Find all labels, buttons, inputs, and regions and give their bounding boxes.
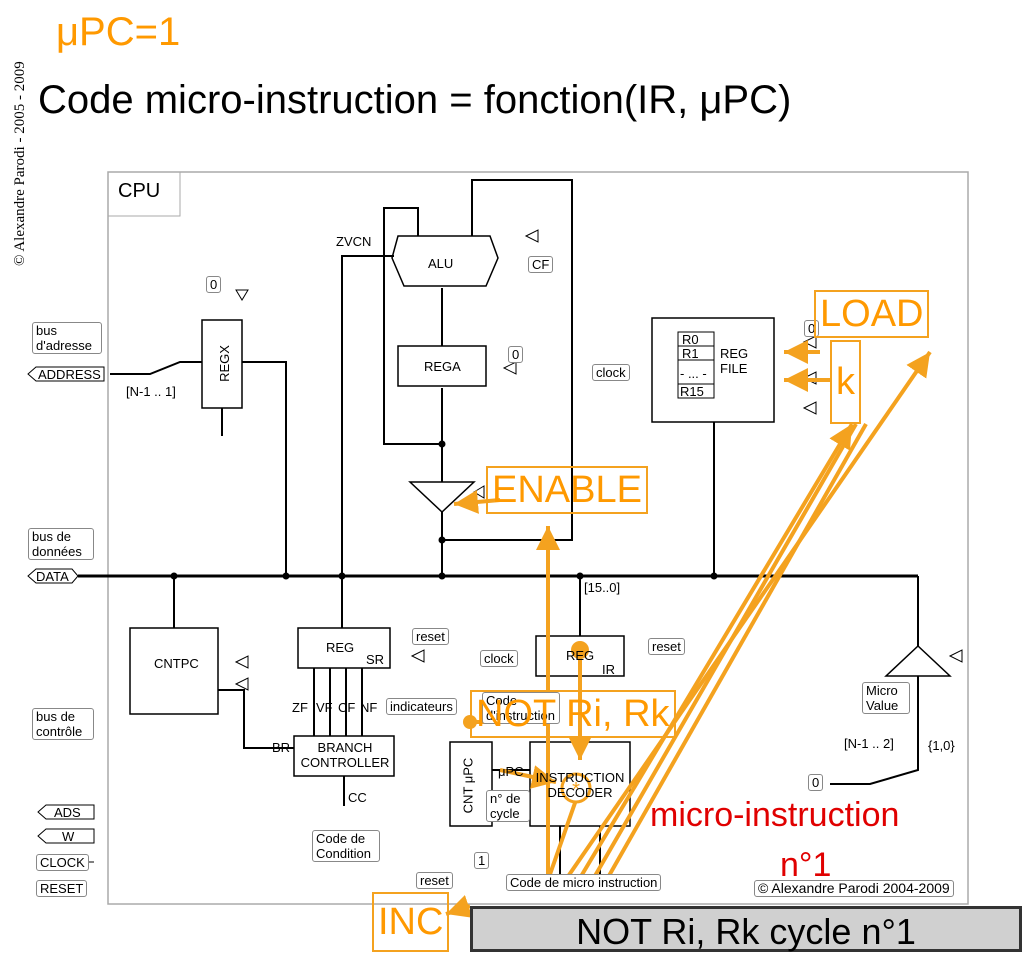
indicateurs-label: indicateurs — [386, 698, 457, 715]
rega-box — [397, 345, 487, 387]
reset-ir: reset — [648, 638, 685, 655]
one-input: 1 — [474, 852, 490, 869]
cpu-label-box — [107, 171, 181, 217]
zf-label: ZF — [292, 700, 308, 715]
upc-label: μPC — [498, 764, 524, 779]
ir-label: IR — [602, 662, 615, 677]
clock-ir: clock — [480, 650, 518, 667]
data-port: DATA — [36, 569, 69, 584]
address-port: ADDRESS — [38, 367, 101, 382]
cc-label: CC — [348, 790, 367, 805]
cpu-label: CPU — [118, 180, 161, 202]
slide-subtitle: Code micro-instruction = fonction(IR, μP… — [38, 78, 792, 122]
branch-label: BRANCH CONTROLLER — [300, 740, 390, 770]
n1-range: [N-1 .. 1] — [126, 384, 176, 399]
zero-rega: 0 — [508, 346, 524, 363]
regx-box — [201, 319, 243, 409]
code-micro: Code de micro instruction — [506, 874, 662, 891]
range-15: [15..0] — [584, 580, 621, 595]
cycle-banner: NOT Ri, Rk cycle n°1 — [470, 906, 1022, 952]
cntupc-box — [449, 741, 493, 827]
micro-instruction-text: micro-instruction — [650, 796, 900, 834]
cntpc-box — [129, 627, 219, 715]
cf-label: CF — [528, 256, 554, 273]
bus-adresse-label: bus d'adresse — [32, 322, 102, 354]
enable-overlay: ENABLE — [486, 466, 648, 514]
alu-shape — [391, 235, 499, 287]
regir-label: REG — [566, 648, 595, 663]
regx-label: REGX — [216, 345, 232, 382]
regfile-label: REG FILE — [720, 346, 749, 376]
load-overlay: LOAD — [814, 290, 930, 338]
sr-label: SR — [366, 652, 385, 667]
cntupc-label: CNT μPC — [460, 757, 476, 814]
k-overlay: k — [830, 340, 861, 424]
bus-controle-label: bus de contrôle — [32, 708, 94, 740]
clock-regfile: clock — [592, 364, 630, 381]
regsr-label: REG — [326, 640, 355, 655]
reset-port: RESET — [36, 880, 88, 897]
n-cycle-label: n° de cycle — [486, 790, 530, 822]
cntpc-label: CNTPC — [154, 656, 199, 671]
alu-buffer — [408, 481, 476, 514]
cf-flag-label: CF — [338, 700, 356, 715]
slide-title: μPC=1 — [56, 10, 181, 54]
w-port: W — [62, 829, 75, 844]
micro-buffer — [884, 644, 952, 677]
clock-port: CLOCK — [36, 854, 89, 871]
reset-upc: reset — [416, 872, 453, 889]
dots-label: - ... - — [680, 366, 707, 381]
zero-input: 0 — [808, 774, 824, 791]
cpu-frame — [107, 171, 969, 905]
alu-label: ALU — [428, 256, 454, 271]
code-condition: Code de Condition — [312, 830, 380, 862]
branch-box — [293, 735, 395, 777]
micro-value: Micro Value — [862, 682, 910, 714]
set10-label: {1,0} — [928, 738, 955, 753]
r0-label: R0 — [682, 332, 699, 347]
n2-range: [N-1 .. 2] — [844, 736, 894, 751]
br-label: BR — [272, 740, 291, 755]
copyright: © Alexandre Parodi 2004-2009 — [754, 880, 954, 897]
r15-label: R15 — [680, 384, 704, 399]
reset-sr: reset — [412, 628, 449, 645]
bus-donnees-label: bus de données — [28, 528, 94, 560]
not-ri-rk-overlay: NOT Ri, Rk — [470, 690, 676, 738]
decoder-label: INSTRUCTION DECODER — [535, 770, 625, 800]
svg-text:*: * — [572, 779, 580, 801]
code-instruction: Code d'instruction — [482, 692, 560, 724]
zero-regx: 0 — [206, 276, 222, 293]
n1-text: n°1 — [780, 846, 832, 884]
vf-label: VF — [316, 700, 333, 715]
nf-label: NF — [360, 700, 378, 715]
r1-label: R1 — [682, 346, 699, 361]
rega-label: REGA — [424, 359, 461, 374]
regsr-box — [297, 627, 391, 669]
ads-port: ADS — [54, 805, 81, 820]
zvcn-label: ZVCN — [336, 234, 372, 249]
inc-overlay: INC — [372, 892, 450, 952]
